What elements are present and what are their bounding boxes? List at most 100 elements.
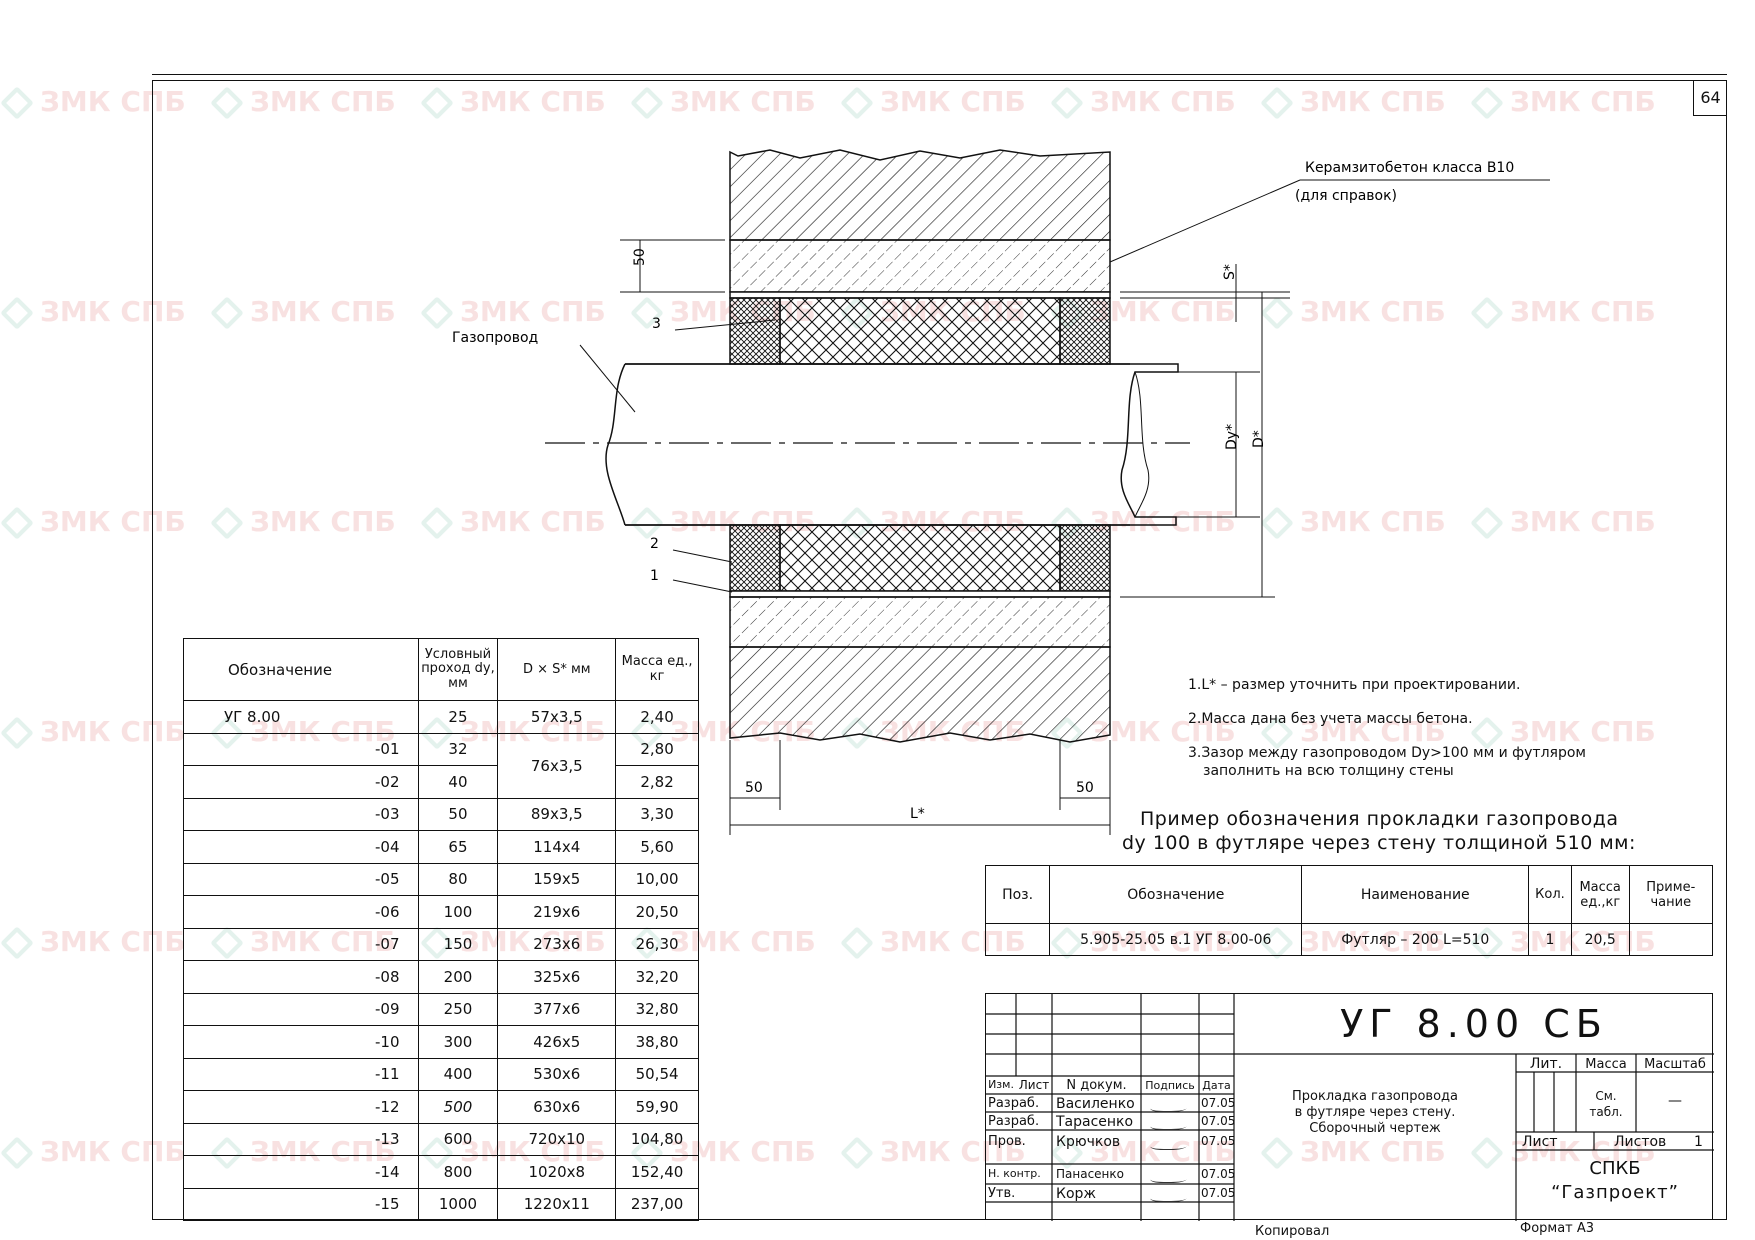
- mass-label: Масса: [1585, 1057, 1627, 1072]
- copied-label: Копировал: [1255, 1224, 1330, 1239]
- person-name: Панасенко: [1056, 1167, 1124, 1181]
- spec-code: УГ 8.00: [183, 700, 419, 734]
- note-1: 1.L* – размер уточнить при проектировани…: [1188, 677, 1521, 693]
- person-date: 07.05: [1201, 1167, 1236, 1181]
- dim-l: L*: [910, 806, 925, 822]
- spec-ds: 1220x11: [497, 1187, 617, 1221]
- spec-hdr-code: Обозначение: [183, 638, 419, 701]
- bom-hdr-code: Обозначение: [1049, 865, 1303, 924]
- material-label: Керамзитобетон класса В10: [1305, 160, 1514, 176]
- example-line-1: Пример обозначения прокладки газопровода: [1140, 808, 1619, 830]
- lit-label: Лит.: [1529, 1056, 1563, 1072]
- spec-ds: 89x3,5: [497, 797, 617, 831]
- example-line-2: dy 100 в футляре через стену толщиной 51…: [1122, 832, 1636, 854]
- spec-mass: 10,00: [615, 862, 699, 896]
- spec-code: -10: [183, 1025, 419, 1059]
- spec-dy: 250: [417, 992, 499, 1026]
- dim-50-top: 50: [632, 248, 648, 266]
- person-role: Н. контр.: [988, 1167, 1041, 1180]
- person-role: Разраб.: [988, 1114, 1040, 1129]
- spec-mass: 38,80: [615, 1025, 699, 1059]
- spec-dy: 150: [417, 927, 499, 961]
- spec-dy: 32: [417, 732, 499, 766]
- spec-ds: 426x5: [497, 1025, 617, 1059]
- dim-s: S*: [1222, 264, 1238, 280]
- spec-ds: 114x4: [497, 830, 617, 864]
- note-2: 2.Масса дана без учета массы бетона.: [1188, 711, 1473, 727]
- sheets-value: 1: [1694, 1134, 1703, 1150]
- bom-hdr-note: Приме- чание: [1628, 865, 1714, 924]
- bom-hdr-mass: Масса ед.,кг: [1570, 865, 1630, 924]
- spec-ds: 630x6: [497, 1090, 617, 1124]
- bom-code: 5.905-25.05 в.1 УГ 8.00-06: [1049, 923, 1303, 956]
- dim-50-right: 50: [1076, 780, 1094, 796]
- bom-hdr-name: Наименование: [1301, 865, 1530, 924]
- spec-code: -11: [183, 1057, 419, 1091]
- title-block: УГ 8.00 СБ Прокладка газопровода в футля…: [985, 993, 1714, 1221]
- spec-code: -02: [183, 765, 419, 799]
- spec-dy: 600: [417, 1122, 499, 1156]
- note-3: 3.Зазор между газопроводом Dy>100 мм и ф…: [1188, 745, 1586, 761]
- material-note: (для справок): [1295, 188, 1397, 204]
- hdr-izm: Изм.: [988, 1078, 1014, 1091]
- person-name: Тарасенко: [1056, 1114, 1134, 1130]
- bom-hdr-pos: Поз.: [984, 865, 1051, 924]
- hdr-date: Дата: [1202, 1079, 1231, 1092]
- person-date: 07.05: [1201, 1186, 1236, 1200]
- person-date: 07.05: [1201, 1114, 1236, 1128]
- spec-ds: 325x6: [497, 960, 617, 994]
- bom-hdr-qty: Кол.: [1528, 865, 1572, 924]
- person-date: 07.05: [1201, 1134, 1236, 1148]
- position-3: 3: [652, 316, 661, 332]
- spec-mass: 20,50: [615, 895, 699, 929]
- spec-code: -06: [183, 895, 419, 929]
- spec-code: -13: [183, 1122, 419, 1156]
- spec-mass: 32,80: [615, 992, 699, 1026]
- spec-mass: 50,54: [615, 1057, 699, 1091]
- wall-lower: [729, 596, 1111, 743]
- sleeve-upper: [729, 291, 1111, 365]
- spec-code: -05: [183, 862, 419, 896]
- position-1: 1: [650, 568, 659, 584]
- person-name: Василенко: [1056, 1096, 1135, 1112]
- bom-mass: 20,5: [1570, 923, 1630, 956]
- spec-code: -14: [183, 1155, 419, 1189]
- spec-code: -01: [183, 732, 419, 766]
- spec-ds: 1020x8: [497, 1155, 617, 1189]
- leader-lines: [579, 179, 1550, 593]
- spec-code: -04: [183, 830, 419, 864]
- bom-qty: 1: [1528, 923, 1572, 956]
- top-border-line: [152, 74, 1727, 75]
- person-role: Утв.: [988, 1186, 1016, 1201]
- spec-mass: 2,40: [615, 700, 699, 734]
- bom-row: 5.905-25.05 в.1 УГ 8.00-06 Футляр – 200 …: [984, 923, 1714, 956]
- spec-ds: 159x5: [497, 862, 617, 896]
- spec-mass: 104,80: [615, 1122, 699, 1156]
- dimension-lines: [620, 239, 1290, 835]
- spec-dy: 65: [417, 830, 499, 864]
- format-label: Формат А3: [1520, 1221, 1595, 1236]
- spec-code: -08: [183, 960, 419, 994]
- spec-dy: 40: [417, 765, 499, 799]
- dim-dy: Dy*: [1224, 424, 1240, 450]
- sheet-label: Лист: [1522, 1134, 1558, 1150]
- person-name: Крючков: [1056, 1134, 1121, 1150]
- title-line-2: в футляре через стену.: [1294, 1105, 1456, 1120]
- org-name-2: “Газпроект”: [1551, 1182, 1679, 1203]
- hdr-doc: N докум.: [1066, 1078, 1127, 1093]
- spec-mass: 2,82: [615, 765, 699, 799]
- spec-dy: 400: [417, 1057, 499, 1091]
- spec-mass: 5,60: [615, 830, 699, 864]
